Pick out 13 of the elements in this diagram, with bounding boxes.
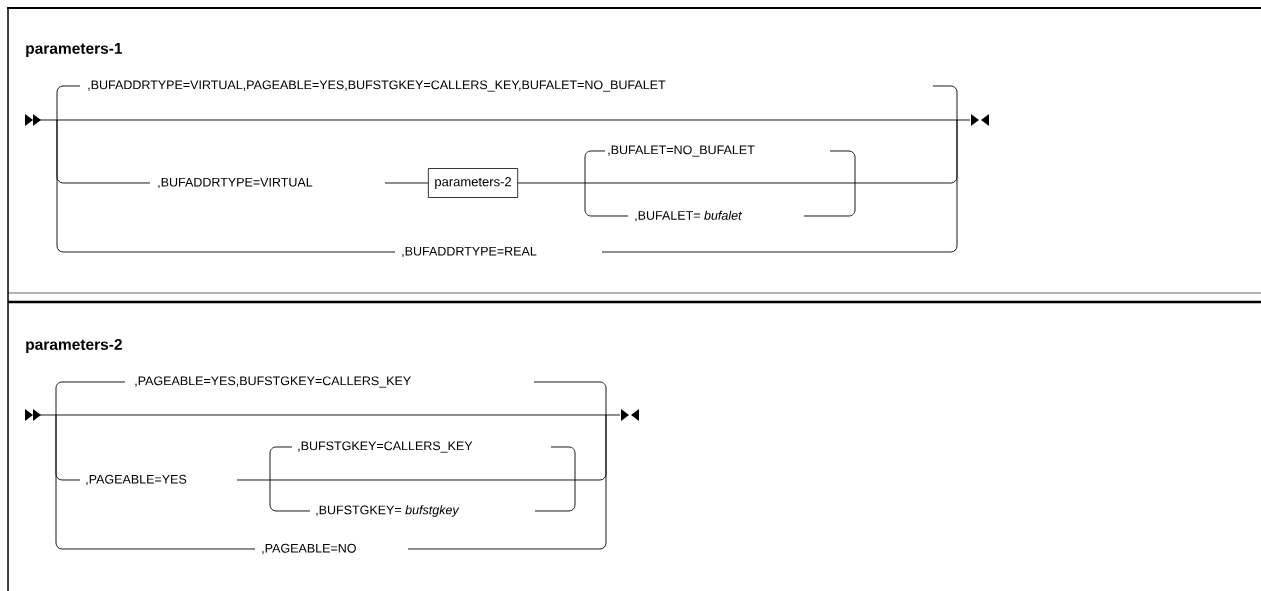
section-heading: parameters-1 [26, 43, 123, 57]
syntax-keyword: ,BUFADDRTYPE=VIRTUAL [158, 177, 313, 189]
syntax-keyword: ,BUFADDRTYPE=VIRTUAL,PAGEABLE=YES,BUFSTGKEY=CALLERS_KEY,BUFALET=NO_BUFALET [88, 80, 666, 92]
syntax-keyword: ,BUFSTGKEY=CALLERS_KEY [298, 441, 473, 453]
syntax-keyword: ,BUFALET=NO_BUFALET [608, 145, 755, 157]
syntax-keyword: ,PAGEABLE=YES [86, 474, 187, 486]
syntax-keyword: ,BUFADDRTYPE=REAL [402, 246, 537, 258]
syntax-keyword: ,PAGEABLE=YES,BUFSTGKEY=CALLERS_KEY [135, 376, 411, 388]
syntax-keyword: ,BUFSTGKEY= bufstgkey [316, 505, 460, 517]
syntax-keyword: ,BUFALET= bufalet [635, 210, 742, 222]
syntax-keyword: ,PAGEABLE=NO [262, 543, 356, 555]
diagram-reference-box: parameters-2 [427, 168, 519, 198]
section-heading: parameters-2 [26, 339, 122, 353]
